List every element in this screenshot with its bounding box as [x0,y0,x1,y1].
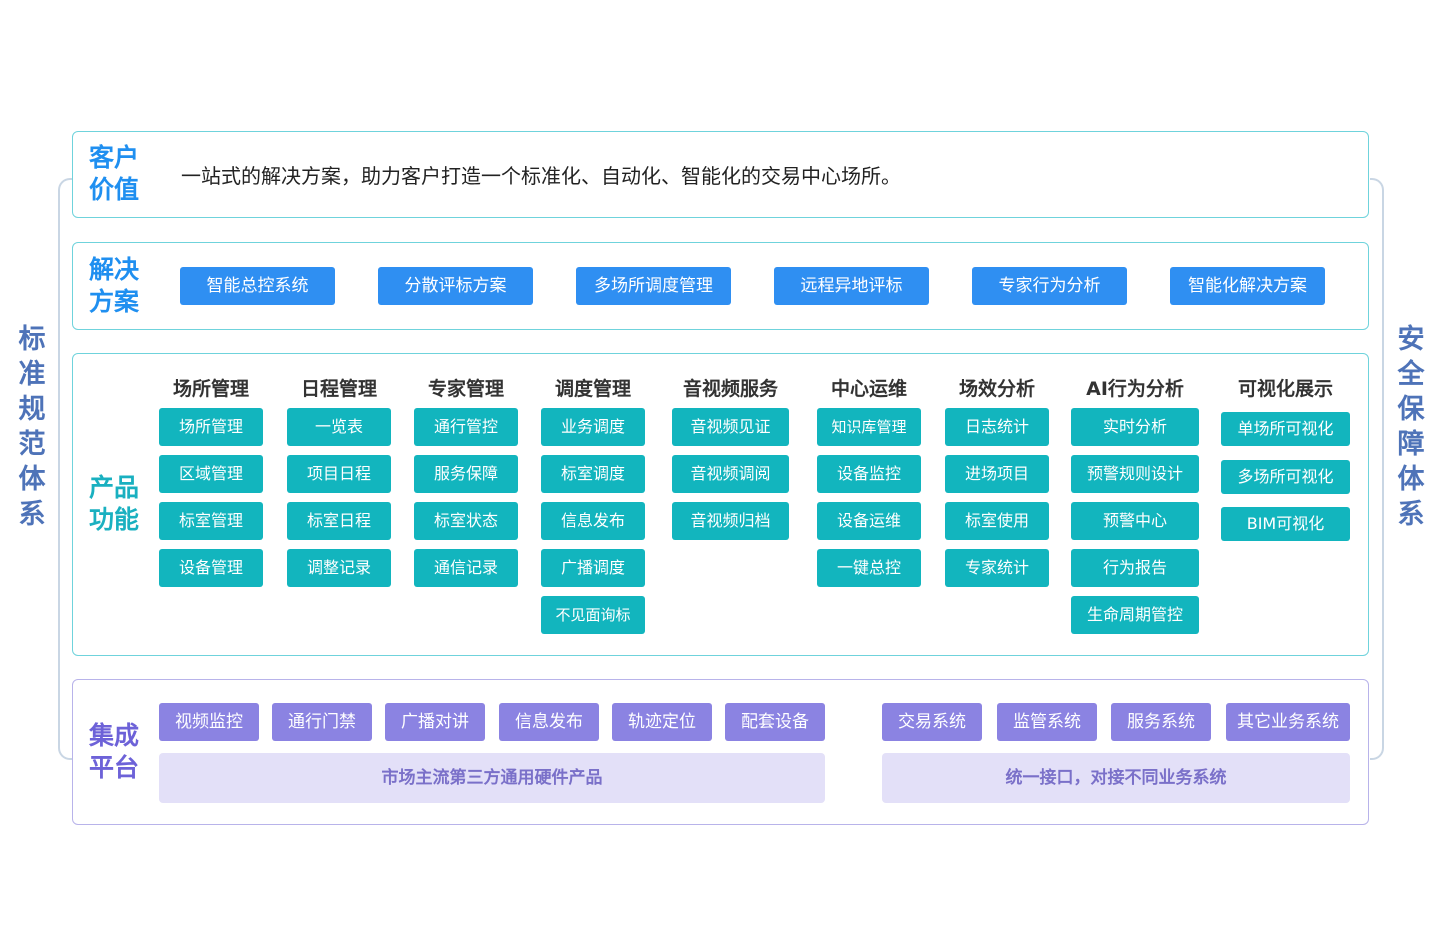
solution-panel: 解决 方案 智能总控系统 分散评标方案 多场所调度管理 远程异地评标 专家行为分… [72,242,1369,330]
feature-item[interactable]: 标室管理 [159,502,263,540]
customer-value-title: 客户 价值 [89,142,149,206]
solution-title: 解决 方案 [89,254,149,318]
column-header: 日程管理 [300,378,377,400]
feature-item[interactable]: 进场项目 [945,455,1049,493]
feature-item[interactable]: 标室调度 [541,455,645,493]
side-label-security: 安 全 保 障 体 系 [1394,322,1428,532]
column-header: AI行为分析 [1086,378,1184,400]
feature-item[interactable]: 业务调度 [541,408,645,446]
feature-item[interactable]: 广播调度 [541,549,645,587]
column-header: 专家管理 [427,378,504,400]
column-header: 可视化展示 [1237,378,1333,400]
feature-item[interactable]: 标室日程 [287,502,391,540]
hardware-item[interactable]: 通行门禁 [272,703,372,741]
feature-item[interactable]: 专家统计 [945,549,1049,587]
feature-item[interactable]: 设备管理 [159,549,263,587]
feature-item[interactable]: BIM可视化 [1221,507,1350,541]
side-left-char: 准 [18,359,46,390]
title-line: 功能 [89,505,140,534]
left-bracket [58,178,72,760]
side-left-char: 标 [18,324,46,355]
feature-item[interactable]: 设备运维 [817,502,921,540]
title-line: 解决 [89,255,140,284]
system-item[interactable]: 其它业务系统 [1226,703,1350,741]
side-left-char: 规 [18,394,46,425]
integration-title: 集成 平台 [89,720,149,784]
feature-item[interactable]: 音视频调阅 [672,455,789,493]
solution-item[interactable]: 智能化解决方案 [1170,267,1325,305]
column-header: 音视频服务 [682,378,778,400]
side-right-char: 全 [1397,359,1425,390]
title-line: 价值 [89,175,140,204]
hardware-item[interactable]: 广播对讲 [385,703,485,741]
feature-item[interactable]: 通信记录 [414,549,518,587]
feature-item[interactable]: 预警中心 [1071,502,1199,540]
solution-item[interactable]: 专家行为分析 [972,267,1127,305]
side-left-char: 体 [18,464,46,495]
system-item[interactable]: 服务系统 [1111,703,1211,741]
title-line: 客户 [89,143,140,172]
feature-item[interactable]: 标室状态 [414,502,518,540]
system-item[interactable]: 交易系统 [882,703,982,741]
product-panel: 产品 功能 场所管理 场所管理 区域管理 标室管理 设备管理 日程管理 一览表 … [72,353,1369,656]
feature-item[interactable]: 信息发布 [541,502,645,540]
feature-item[interactable]: 预警规则设计 [1071,455,1199,493]
system-item[interactable]: 监管系统 [997,703,1097,741]
solution-item[interactable]: 分散评标方案 [378,267,533,305]
systems-summary-bar: 统一接口，对接不同业务系统 [882,753,1350,803]
hardware-item[interactable]: 轨迹定位 [612,703,712,741]
feature-item[interactable]: 通行管控 [414,408,518,446]
side-right-char: 障 [1397,429,1425,460]
right-bracket [1370,178,1384,760]
feature-item[interactable]: 一键总控 [817,549,921,587]
feature-item[interactable]: 一览表 [287,408,391,446]
hardware-summary-bar: 市场主流第三方通用硬件产品 [159,753,825,803]
side-left-char: 系 [18,499,46,530]
feature-item[interactable]: 行为报告 [1071,549,1199,587]
solution-item[interactable]: 远程异地评标 [774,267,929,305]
solution-item[interactable]: 多场所调度管理 [576,267,731,305]
feature-item[interactable]: 标室使用 [945,502,1049,540]
feature-item[interactable]: 多场所可视化 [1221,460,1350,494]
feature-item[interactable]: 实时分析 [1071,408,1199,446]
column-header: 场效分析 [958,378,1035,400]
title-line: 产品 [89,473,140,502]
feature-item[interactable]: 音视频归档 [672,502,789,540]
title-line: 平台 [89,753,140,782]
column-header: 调度管理 [554,378,631,400]
customer-value-text: 一站式的解决方案，助力客户打造一个标准化、自动化、智能化的交易中心场所。 [181,164,901,188]
feature-item[interactable]: 场所管理 [159,408,263,446]
solution-item[interactable]: 智能总控系统 [180,267,335,305]
feature-item[interactable]: 不见面询标 [541,596,645,634]
side-left-char: 范 [18,429,46,460]
side-right-char: 安 [1397,324,1425,355]
feature-item[interactable]: 服务保障 [414,455,518,493]
feature-item[interactable]: 知识库管理 [817,408,921,446]
feature-item[interactable]: 生命周期管控 [1071,596,1199,634]
column-header: 场所管理 [172,378,249,400]
integration-panel: 集成 平台 视频监控 通行门禁 广播对讲 信息发布 轨迹定位 配套设备 市场主流… [72,679,1369,825]
feature-item[interactable]: 项目日程 [287,455,391,493]
feature-item[interactable]: 设备监控 [817,455,921,493]
title-line: 集成 [89,721,140,750]
title-line: 方案 [89,287,140,316]
side-right-char: 系 [1397,499,1425,530]
feature-item[interactable]: 单场所可视化 [1221,412,1350,446]
side-label-standards: 标 准 规 范 体 系 [15,322,49,532]
side-right-char: 体 [1397,464,1425,495]
hardware-item[interactable]: 视频监控 [159,703,259,741]
feature-item[interactable]: 区域管理 [159,455,263,493]
column-header: 中心运维 [830,378,907,400]
hardware-item[interactable]: 配套设备 [725,703,825,741]
feature-item[interactable]: 日志统计 [945,408,1049,446]
product-title: 产品 功能 [89,472,149,536]
hardware-item[interactable]: 信息发布 [499,703,599,741]
customer-value-panel: 客户 价值 一站式的解决方案，助力客户打造一个标准化、自动化、智能化的交易中心场… [72,131,1369,218]
feature-item[interactable]: 音视频见证 [672,408,789,446]
feature-item[interactable]: 调整记录 [287,549,391,587]
side-right-char: 保 [1397,394,1425,425]
